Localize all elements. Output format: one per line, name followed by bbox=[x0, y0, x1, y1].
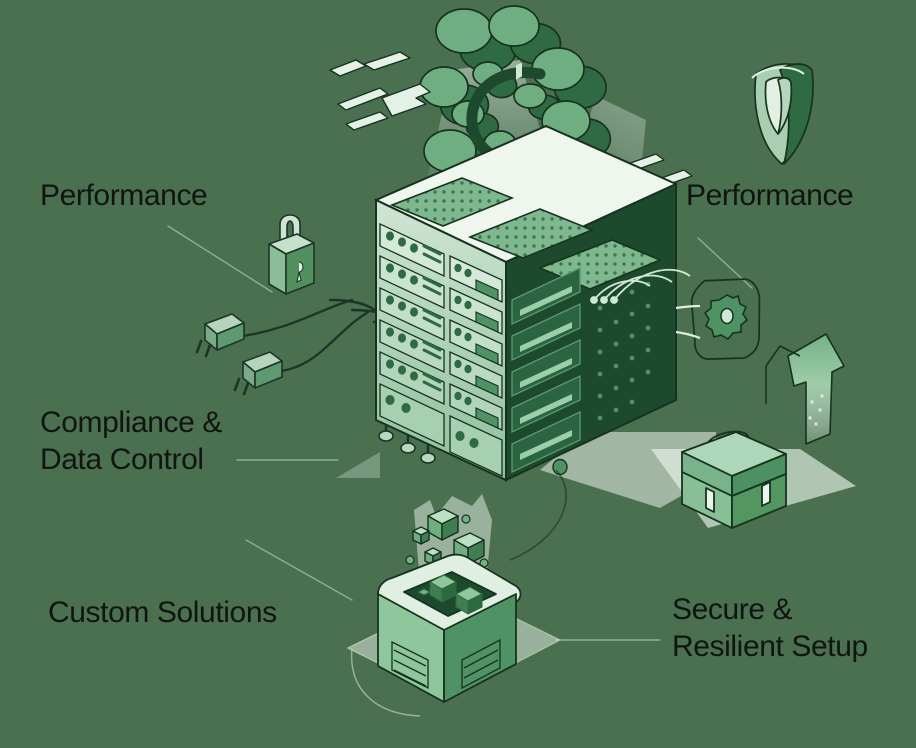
shield-icon bbox=[751, 63, 814, 165]
label-compliance-data-control: Compliance & Data Control bbox=[40, 406, 222, 476]
cable-connectors bbox=[378, 430, 436, 464]
server-rack-icon bbox=[373, 62, 691, 482]
toolbox-icon bbox=[681, 430, 787, 529]
label-performance-right: Performance bbox=[686, 179, 854, 212]
power-plug-icon bbox=[195, 313, 283, 396]
open-box-icon bbox=[350, 469, 567, 717]
label-custom-solutions: Custom Solutions bbox=[48, 596, 277, 629]
arrow-up-icon bbox=[765, 333, 845, 445]
gear-panel-icon bbox=[675, 278, 761, 360]
label-performance-left: Performance bbox=[40, 179, 208, 212]
motion-dash-icon bbox=[329, 51, 431, 131]
connector-custom-solutions bbox=[245, 539, 353, 601]
padlock-icon bbox=[268, 214, 315, 295]
connector-performance-left bbox=[167, 225, 273, 293]
label-secure-resilient-setup: Secure & Resilient Setup bbox=[672, 593, 868, 663]
